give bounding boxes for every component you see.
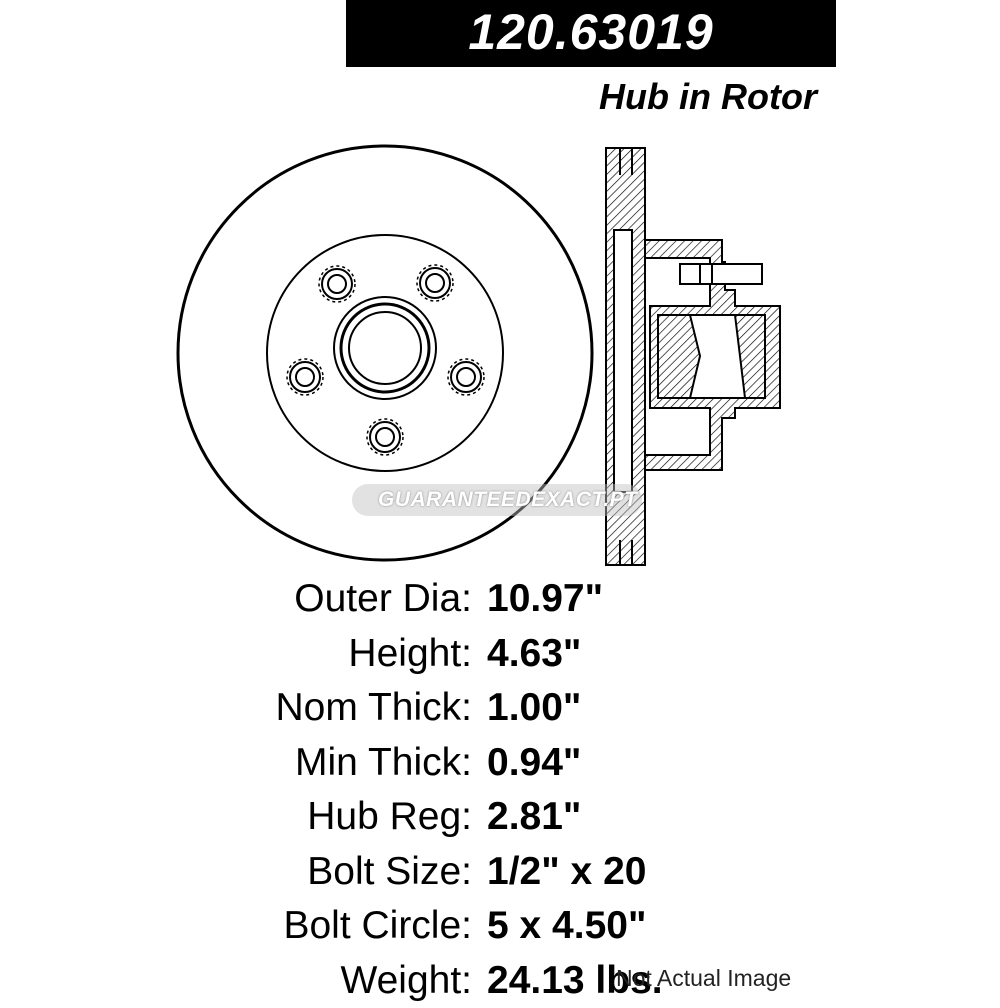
center-bore-ring <box>341 304 429 392</box>
spec-label: Hub Reg: <box>307 790 472 844</box>
lug-holes <box>290 268 481 452</box>
spec-value: 5 x 4.50" <box>487 899 646 953</box>
spec-value: 1.00" <box>487 681 581 735</box>
wheel-stud <box>680 264 762 284</box>
spec-list: Outer Dia: 10.97" Height: 4.63" Nom Thic… <box>0 572 1000 1008</box>
bearing-taper <box>658 315 700 398</box>
spec-label: Outer Dia: <box>294 572 472 626</box>
spec-label: Weight: <box>340 954 472 1008</box>
spec-row-outer-dia: Outer Dia: 10.97" <box>0 572 1000 627</box>
watermark: GUARANTEEDEXACT.PT <box>352 484 642 516</box>
spec-row-bolt-circle: Bolt Circle: 5 x 4.50" <box>0 899 1000 954</box>
spec-value: 10.97" <box>487 572 603 626</box>
spec-value: 2.81" <box>487 790 581 844</box>
spec-label: Bolt Circle: <box>283 899 472 953</box>
lug-hole-dashes <box>287 265 484 455</box>
spec-row-min-thick: Min Thick: 0.94" <box>0 736 1000 791</box>
spec-value: 0.94" <box>487 736 581 790</box>
not-actual-image-note: Not Actual Image <box>616 965 791 992</box>
part-number-banner: 120.63019 <box>346 0 836 67</box>
spec-row-nom-thick: Nom Thick: 1.00" <box>0 681 1000 736</box>
spec-value: 1/2" x 20 <box>487 845 646 899</box>
part-number: 120.63019 <box>468 4 713 60</box>
vent-channel <box>614 230 632 492</box>
spec-label: Nom Thick: <box>276 681 473 735</box>
spec-label: Bolt Size: <box>307 845 472 899</box>
spec-label: Min Thick: <box>295 736 472 790</box>
spec-value: 4.63" <box>487 627 581 681</box>
spec-row-bolt-size: Bolt Size: 1/2" x 20 <box>0 845 1000 900</box>
product-subtitle: Hub in Rotor <box>599 76 817 118</box>
spec-row-height: Height: 4.63" <box>0 627 1000 682</box>
spec-label: Height: <box>348 627 472 681</box>
spec-row-hub-reg: Hub Reg: 2.81" <box>0 790 1000 845</box>
hat-edge <box>267 235 503 471</box>
center-bore <box>349 312 421 384</box>
